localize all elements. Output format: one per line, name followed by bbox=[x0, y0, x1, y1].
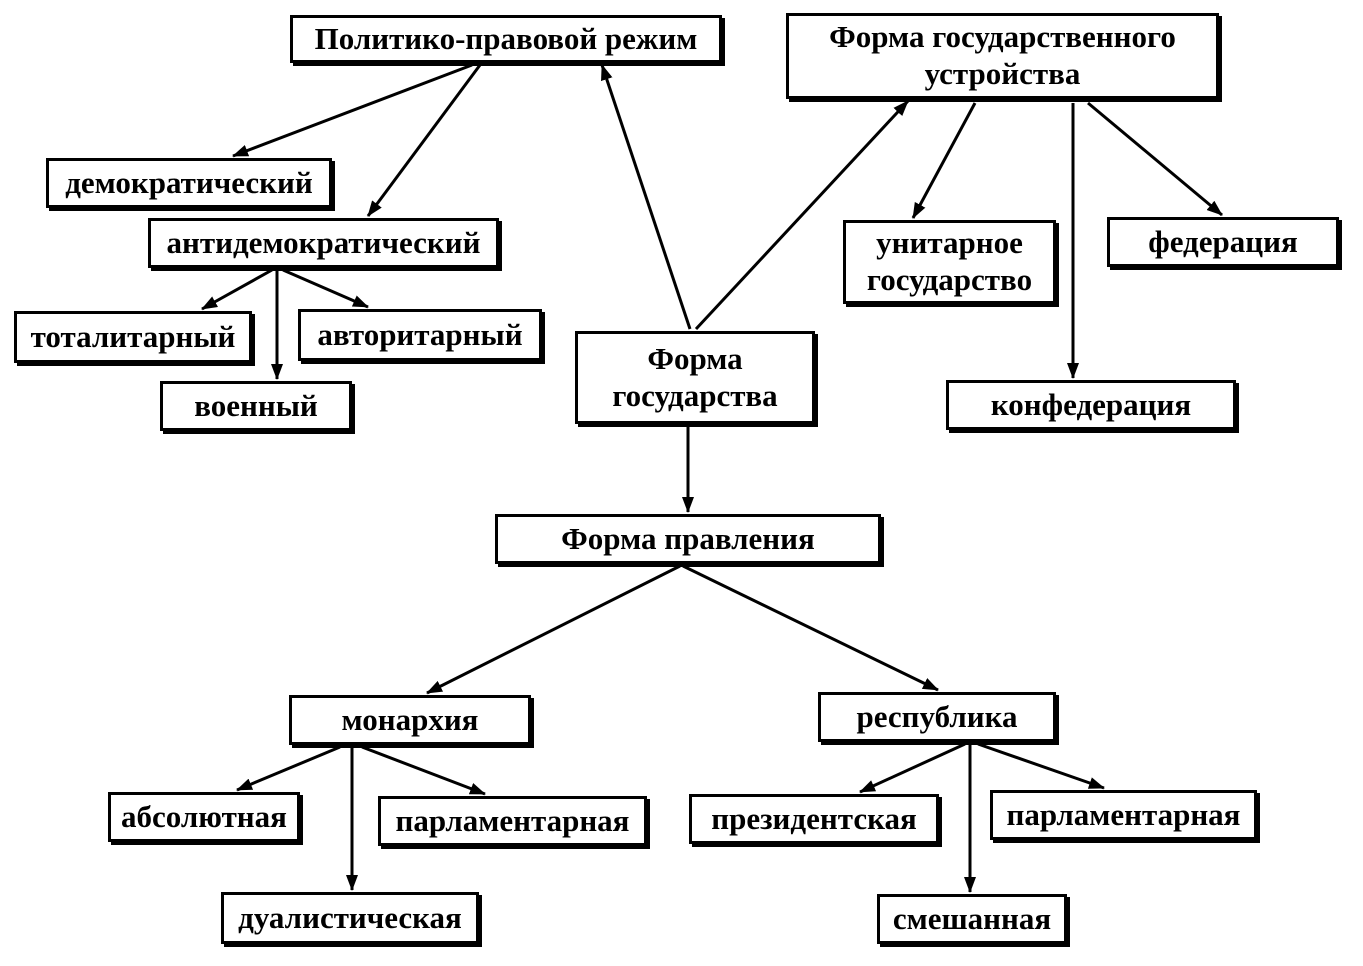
node-absolute: абсолютная bbox=[108, 792, 300, 842]
node-form-of-government: Форма правления bbox=[495, 514, 881, 564]
node-parliamentary-monarchy: парламентарная bbox=[378, 796, 647, 846]
node-confederation: конфедерация bbox=[946, 380, 1236, 430]
arrow-republic-to-parliamentary-republic bbox=[977, 742, 1105, 790]
node-parliamentary-republic: парламентарная bbox=[990, 790, 1257, 840]
node-antidemocratic: антидемократический bbox=[148, 218, 499, 268]
node-unitary-state: унитарное государство bbox=[843, 220, 1056, 304]
arrow-form-of-state-to-political-regime bbox=[600, 64, 692, 330]
arrow-monarchy-to-parliamentary-monarchy bbox=[361, 745, 486, 796]
arrow-antidemocratic-to-authoritarian bbox=[282, 268, 369, 309]
arrow-form-of-government-to-monarchy bbox=[426, 564, 681, 695]
node-military: военный bbox=[160, 381, 352, 431]
node-political-regime: Политико-правовой режим bbox=[290, 15, 722, 63]
arrow-political-regime-to-democratic bbox=[232, 63, 473, 158]
node-territorial-structure: Форма государственного устройства bbox=[786, 13, 1219, 99]
node-mixed: смешанная bbox=[877, 894, 1067, 944]
node-republic: республика bbox=[818, 692, 1056, 742]
arrow-monarchy-to-absolute bbox=[236, 745, 341, 792]
arrow-form-of-government-to-republic bbox=[682, 564, 939, 692]
arrow-antidemocratic-to-totalitarian bbox=[201, 268, 273, 311]
node-authoritarian: авторитарный bbox=[298, 309, 542, 361]
node-monarchy: монархия bbox=[289, 695, 531, 745]
arrow-territorial-structure-to-unitary-state bbox=[911, 102, 977, 219]
node-form-of-state: Форма государства bbox=[575, 331, 815, 424]
node-dualistic: дуалистическая bbox=[221, 892, 479, 944]
arrow-republic-to-presidential bbox=[859, 742, 966, 794]
node-federation: федерация bbox=[1107, 217, 1339, 267]
node-presidential: президентская bbox=[689, 794, 939, 844]
arrow-political-regime-to-antidemocratic bbox=[366, 64, 482, 217]
node-totalitarian: тоталитарный bbox=[14, 311, 252, 363]
arrow-territorial-structure-to-federation bbox=[1087, 101, 1223, 217]
node-democratic: демократический bbox=[46, 158, 332, 208]
arrow-form-of-state-to-territorial-structure bbox=[694, 99, 910, 331]
